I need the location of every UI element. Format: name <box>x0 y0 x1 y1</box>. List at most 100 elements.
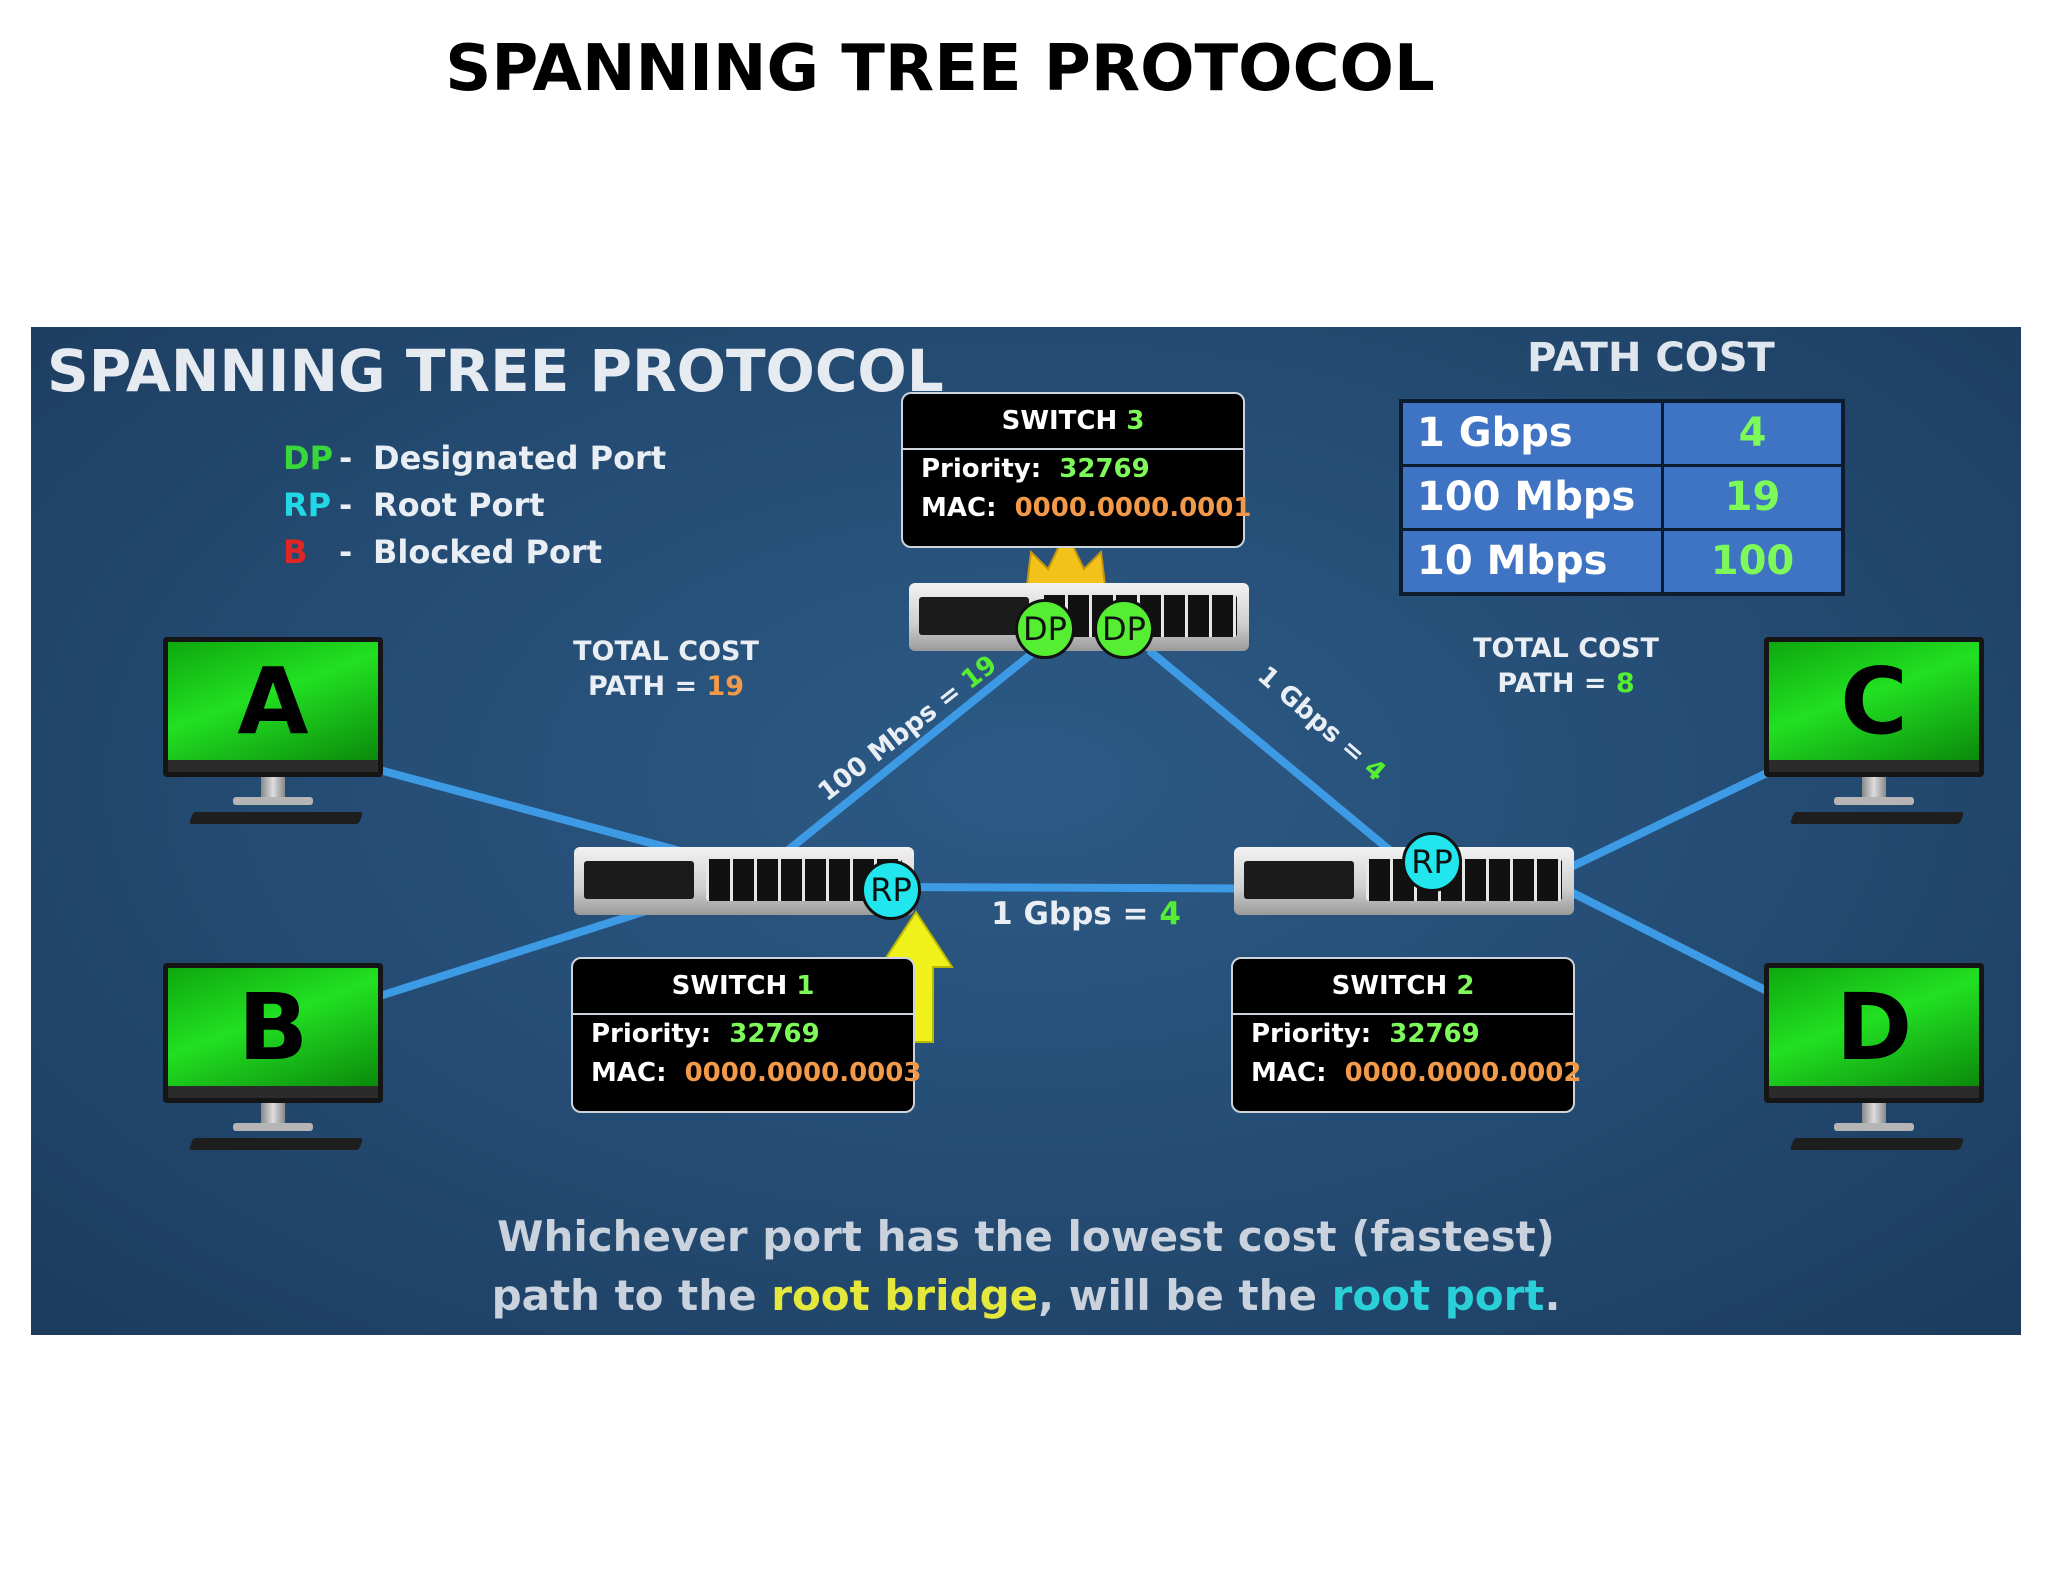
path-cost-value: 19 <box>1664 467 1841 528</box>
switch-number: 1 <box>796 971 815 1001</box>
monitor-screen: B <box>163 963 383 1103</box>
path-cost-speed: 1 Gbps <box>1403 403 1661 464</box>
path-cost-speed: 100 Mbps <box>1403 467 1661 528</box>
mac-value: 0000.0000.0001 <box>1014 493 1252 523</box>
port-legend: DP-Designated Port RP-Root Port B-Blocke… <box>283 439 666 580</box>
switch-status-panel <box>584 861 694 899</box>
pc-label: D <box>1835 974 1913 1081</box>
path-cost-row: 100 Mbps 19 <box>1403 467 1841 528</box>
priority-label: Priority: <box>921 454 1042 484</box>
monitor-stand <box>1862 777 1886 799</box>
priority-value: 32769 <box>729 1019 820 1049</box>
caption-line-2: path to the root bridge, will be the roo… <box>31 1266 2021 1325</box>
total-cost-left: TOTAL COST PATH = 19 <box>541 634 791 704</box>
monitor-screen: D <box>1764 963 1984 1103</box>
switch-2-port-rp: RP <box>1402 832 1462 892</box>
keyboard-icon <box>1789 1138 1965 1150</box>
monitor-screen: A <box>163 637 383 777</box>
pc-b-icon: B <box>163 963 383 1153</box>
legend-dash: - <box>339 486 353 524</box>
link-switch-2-pc-d <box>1567 888 1773 996</box>
monitor-display: A <box>168 642 378 760</box>
monitor-stand <box>1862 1103 1886 1125</box>
legend-dash: - <box>339 533 353 571</box>
monitor-display: D <box>1769 968 1979 1086</box>
pc-c-icon: C <box>1764 637 1984 827</box>
switch-name-text: SWITCH <box>1001 406 1127 436</box>
switch-name-text: SWITCH <box>671 971 797 1001</box>
mac-value: 0000.0000.0002 <box>1344 1058 1582 1088</box>
stp-slide: SPANNING TREE PROTOCOL DP-Designated Por… <box>31 327 2021 1335</box>
legend-row-dp: DP-Designated Port <box>283 439 666 486</box>
priority-label: Priority: <box>591 1019 712 1049</box>
total-cost-value: 19 <box>706 671 745 702</box>
legend-text-b: Blocked Port <box>373 533 602 571</box>
caption-root-port: root port <box>1331 1271 1545 1320</box>
pc-label: B <box>237 974 309 1081</box>
priority-value: 32769 <box>1389 1019 1480 1049</box>
taskbar <box>1769 760 1979 772</box>
switch-status-panel <box>919 597 1029 635</box>
switch-3-info-box: SWITCH 3 Priority: 32769 MAC: 0000.0000.… <box>901 392 1251 548</box>
mac-label: MAC: <box>921 493 997 523</box>
link-pc-a-switch-1 <box>372 765 725 866</box>
switch-ports <box>1366 859 1562 901</box>
link-cost-value: 4 <box>1159 896 1181 932</box>
switch-status-panel <box>1244 861 1354 899</box>
switch-3-name: SWITCH 3 <box>903 394 1243 450</box>
switch-number: 2 <box>1456 971 1475 1001</box>
page-title: SPANNING TREE PROTOCOL <box>445 32 1435 106</box>
monitor-display: B <box>168 968 378 1086</box>
legend-row-rp: RP-Root Port <box>283 486 666 533</box>
total-cost-label: TOTAL COST <box>1473 633 1659 664</box>
total-cost-label: TOTAL COST <box>573 636 759 667</box>
switch-1-port-rp: RP <box>861 860 921 920</box>
switch-1-mac: MAC: 0000.0000.0003 <box>573 1054 921 1093</box>
legend-text-rp: Root Port <box>373 486 545 524</box>
switch-name-text: SWITCH <box>1331 971 1457 1001</box>
switch-1-info-box: SWITCH 1 Priority: 32769 MAC: 0000.0000.… <box>571 957 921 1113</box>
switch-3-mac: MAC: 0000.0000.0001 <box>903 489 1251 528</box>
caption-line-1: Whichever port has the lowest cost (fast… <box>497 1212 1555 1261</box>
monitor-stand <box>261 777 285 799</box>
path-cost-speed: 10 Mbps <box>1403 531 1661 592</box>
mac-label: MAC: <box>591 1058 667 1088</box>
path-cost-title: PATH COST <box>1527 335 1775 381</box>
priority-value: 32769 <box>1059 454 1150 484</box>
switch-2-mac: MAC: 0000.0000.0002 <box>1233 1054 1581 1093</box>
path-cost-table: 1 Gbps 4 100 Mbps 19 10 Mbps 100 <box>1399 399 1845 596</box>
switch-3-port-dp-left: DP <box>1015 599 1075 659</box>
switch-3-priority: Priority: 32769 <box>903 450 1243 489</box>
taskbar <box>168 1086 378 1098</box>
path-cost-value: 100 <box>1664 531 1841 592</box>
switch-2-name: SWITCH 2 <box>1233 959 1573 1015</box>
link-label-switch-1-switch-2: 1 Gbps = 4 <box>986 897 1186 932</box>
path-cost-row: 10 Mbps 100 <box>1403 531 1841 592</box>
caption-text: path to the <box>491 1271 772 1320</box>
legend-abbr-b: B <box>283 533 308 571</box>
switch-2-info-box: SWITCH 2 Priority: 32769 MAC: 0000.0000.… <box>1231 957 1581 1113</box>
priority-label: Priority: <box>1251 1019 1372 1049</box>
mac-label: MAC: <box>1251 1058 1327 1088</box>
keyboard-icon <box>188 812 364 824</box>
taskbar <box>1769 1086 1979 1098</box>
link-switch-1-switch-3 <box>757 648 1038 876</box>
legend-dash: - <box>339 439 353 477</box>
pc-a-icon: A <box>163 637 383 827</box>
legend-abbr-rp: RP <box>283 486 332 524</box>
link-switch-3-switch-2 <box>1147 648 1420 876</box>
total-cost-right: TOTAL COST PATH = 8 <box>1441 631 1691 701</box>
link-speed-text: 1 Gbps = <box>991 896 1160 932</box>
path-cost-row: 1 Gbps 4 <box>1403 403 1841 464</box>
total-cost-path: PATH = 19 <box>541 669 791 704</box>
monitor-stand <box>261 1103 285 1125</box>
monitor-display: C <box>1769 642 1979 760</box>
mac-value: 0000.0000.0003 <box>684 1058 922 1088</box>
monitor-base <box>1834 797 1914 805</box>
total-cost-value: 8 <box>1615 668 1635 699</box>
monitor-base <box>233 1123 313 1131</box>
total-cost-path: PATH = 8 <box>1441 666 1691 701</box>
pc-label: A <box>237 648 309 755</box>
legend-text-dp: Designated Port <box>373 439 667 477</box>
legend-abbr-dp: DP <box>283 439 334 477</box>
